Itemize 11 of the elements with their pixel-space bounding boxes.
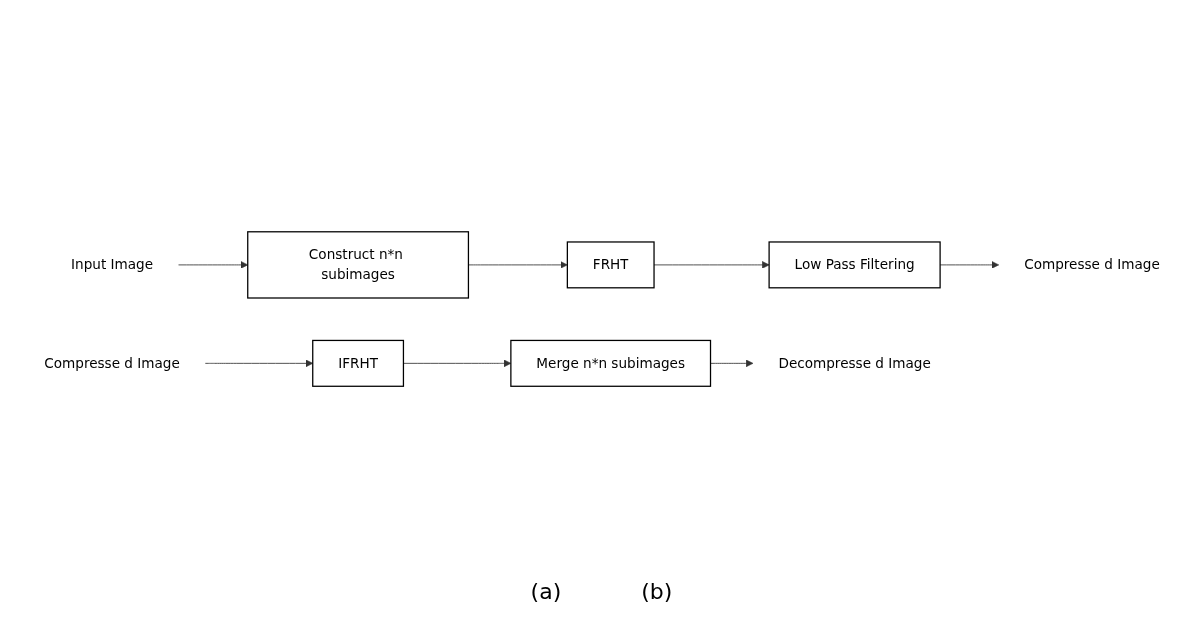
figure-label: (a): [530, 579, 562, 604]
node-box: IFRHT: [311, 339, 404, 387]
node-box: Construct n*n subimages: [246, 231, 469, 299]
node-text: Compresse d Image: [43, 354, 180, 371]
node-text: Compresse d Image: [1023, 256, 1160, 273]
node-box: Merge n*n subimages: [509, 339, 711, 387]
node-box: Low Pass Filtering: [767, 241, 941, 289]
node-text: Decompresse d Image: [777, 354, 931, 371]
node-text: Input Image: [70, 256, 153, 273]
node-box: FRHT: [566, 241, 655, 289]
figure-label: (b): [641, 579, 673, 604]
